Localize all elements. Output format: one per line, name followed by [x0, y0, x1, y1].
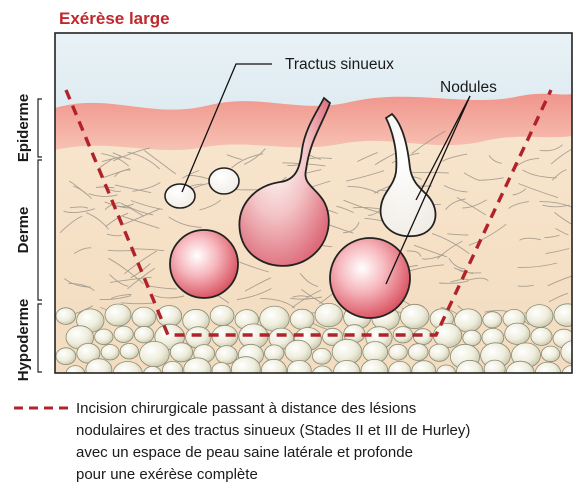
fat-cell: [412, 361, 436, 381]
fat-cell: [457, 360, 484, 383]
pink-nodule-right: [330, 238, 410, 318]
fat-cell: [526, 305, 553, 328]
legend-line-3: avec un espace de peau saine latérale et…: [76, 444, 413, 461]
fat-cell: [163, 361, 183, 378]
fat-cell: [541, 346, 559, 362]
fat-cell: [144, 366, 162, 381]
legend-line-1: Incision chirurgicale passant à distance…: [76, 400, 416, 417]
fat-cell: [400, 304, 429, 328]
fat-cell: [429, 344, 449, 361]
fat-cell: [95, 329, 113, 345]
fat-cell: [140, 341, 170, 366]
legend: Incision chirurgicale passant à distance…: [14, 400, 470, 483]
small-nodule-right: [209, 168, 239, 194]
fat-cell: [361, 359, 388, 382]
fat-cell: [312, 348, 331, 364]
layer-brackets: [38, 99, 42, 372]
fat-cell: [86, 359, 112, 381]
pink-nodule-left: [170, 230, 238, 298]
fat-cell: [287, 360, 311, 380]
fat-cell: [210, 306, 234, 326]
epiderme-bracket: [38, 99, 42, 157]
fat-cell: [505, 323, 530, 344]
derme-bracket: [38, 160, 42, 300]
legend-line-2: nodulaires et des tractus sinueux (Stade…: [76, 422, 470, 439]
fat-cell: [56, 348, 76, 365]
fat-cell: [463, 330, 481, 346]
diagram-title: Exérèse large: [59, 9, 170, 28]
derme-label: Derme: [15, 207, 32, 254]
hypoderme-label: Hypoderme: [15, 299, 32, 382]
fat-cell: [170, 343, 192, 362]
fat-cell: [312, 366, 332, 383]
fat-cell: [483, 312, 502, 328]
tractus-label: Tractus sinueux: [285, 56, 394, 73]
fat-cell: [315, 303, 343, 326]
fat-cell: [554, 304, 577, 327]
fat-cell: [184, 358, 211, 381]
small-nodule-left: [165, 184, 195, 208]
fat-cell: [290, 309, 314, 329]
fat-cell: [105, 304, 131, 326]
fat-cell: [484, 360, 505, 378]
fat-cell: [132, 307, 156, 327]
fat-cell: [265, 345, 284, 361]
fat-cell: [101, 345, 119, 360]
fat-cell: [216, 346, 238, 364]
fat-cell: [134, 326, 153, 343]
epiderme-label: Epiderme: [15, 94, 32, 162]
fat-cell: [113, 362, 143, 387]
fat-cell: [114, 326, 133, 342]
hypodermis-fat-cells: [56, 303, 577, 386]
fat-cell: [285, 340, 312, 363]
fat-cell: [212, 363, 230, 379]
fat-cell: [334, 360, 360, 383]
fat-cell: [408, 344, 428, 361]
fat-cell: [389, 361, 411, 380]
nodules-label: Nodules: [440, 79, 497, 96]
fat-cell: [56, 308, 76, 325]
fat-cell: [389, 344, 408, 360]
fat-cell: [120, 343, 138, 359]
fat-cell: [261, 359, 286, 380]
fat-cell: [531, 328, 552, 346]
fat-cell: [231, 357, 260, 382]
legend-line-4: pour une exérèse complète: [76, 466, 258, 483]
hypoderme-bracket: [38, 304, 42, 372]
